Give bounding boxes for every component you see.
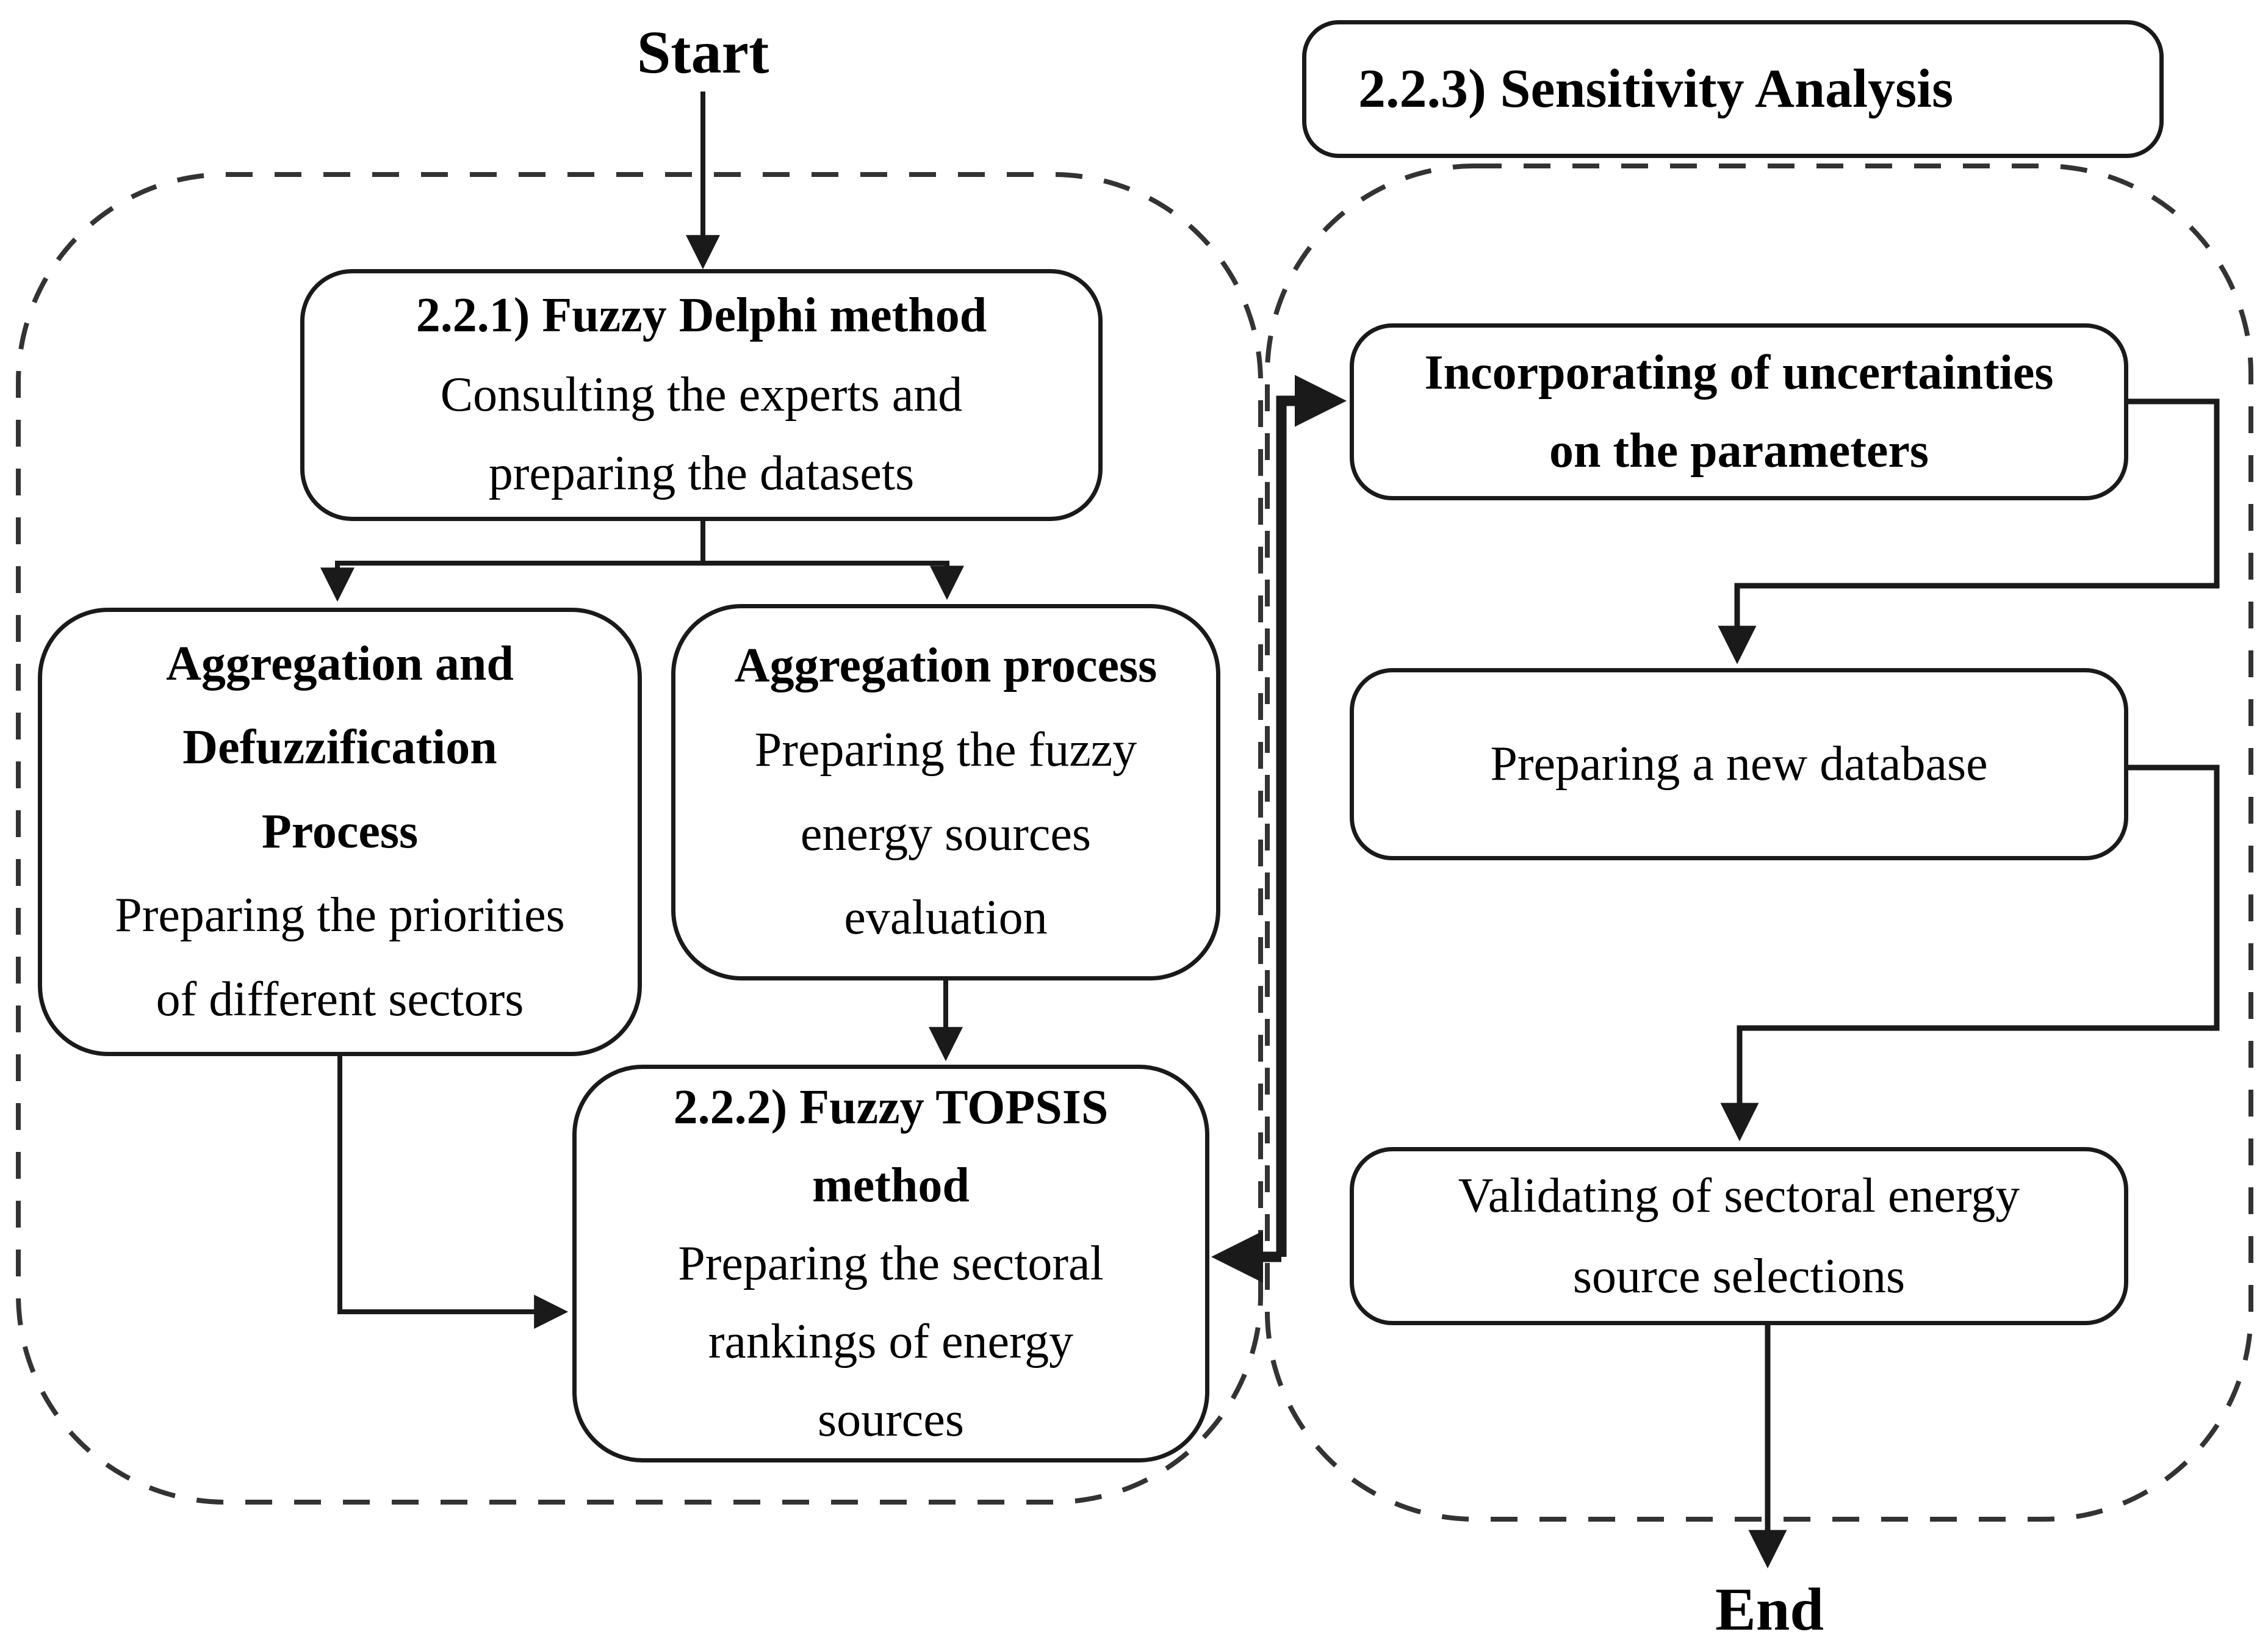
fuzzy-delphi-box: 2.2.1) Fuzzy Delphi method Consulting th…	[300, 269, 1103, 521]
fuzzy-topsis-box: 2.2.2) Fuzzy TOPSIS method Preparing the…	[572, 1065, 1209, 1462]
aggregation-defuzzification-body: Preparing the priorities of different se…	[115, 888, 565, 1026]
sensitivity-analysis-header-box: 2.2.3) Sensitivity Analysis	[1302, 20, 2164, 158]
aggregation-process-box: Aggregation process Preparing the fuzzy …	[671, 604, 1220, 980]
preparing-new-database-box: Preparing a new database	[1350, 668, 2128, 860]
fuzzy-delphi-title: 2.2.1) Fuzzy Delphi method	[416, 289, 987, 343]
sensitivity-analysis-header-title: 2.2.3) Sensitivity Analysis	[1358, 58, 1954, 119]
fuzzy-delphi-body: Consulting the experts and preparing the…	[440, 367, 963, 501]
aggregation-defuzzification-title: Aggregation and Defuzzification Process	[166, 636, 514, 858]
incorporating-uncertainties-box: Incorporating of uncertainties on the pa…	[1350, 323, 2128, 500]
validating-selections-body: Validating of sectoral energy source sel…	[1458, 1169, 2020, 1303]
preparing-new-database-body: Preparing a new database	[1490, 736, 1988, 791]
sensitivity-analysis-group-outline	[1265, 164, 2253, 1522]
validating-selections-box: Validating of sectoral energy source sel…	[1350, 1147, 2128, 1325]
fuzzy-methods-group-outline	[16, 172, 1263, 1505]
aggregation-defuzzification-box: Aggregation and Defuzzification Process …	[38, 608, 642, 1056]
fuzzy-topsis-title: 2.2.2) Fuzzy TOPSIS method	[673, 1081, 1109, 1212]
incorporating-uncertainties-title: Incorporating of uncertainties on the pa…	[1424, 346, 2054, 478]
end-label: End	[1715, 1575, 1824, 1643]
aggregation-process-body: Preparing the fuzzy energy sources evalu…	[754, 722, 1137, 945]
fuzzy-topsis-body: Preparing the sectoral rankings of energ…	[678, 1237, 1104, 1447]
start-label: Start	[636, 18, 769, 86]
aggregation-process-title: Aggregation process	[734, 639, 1157, 693]
